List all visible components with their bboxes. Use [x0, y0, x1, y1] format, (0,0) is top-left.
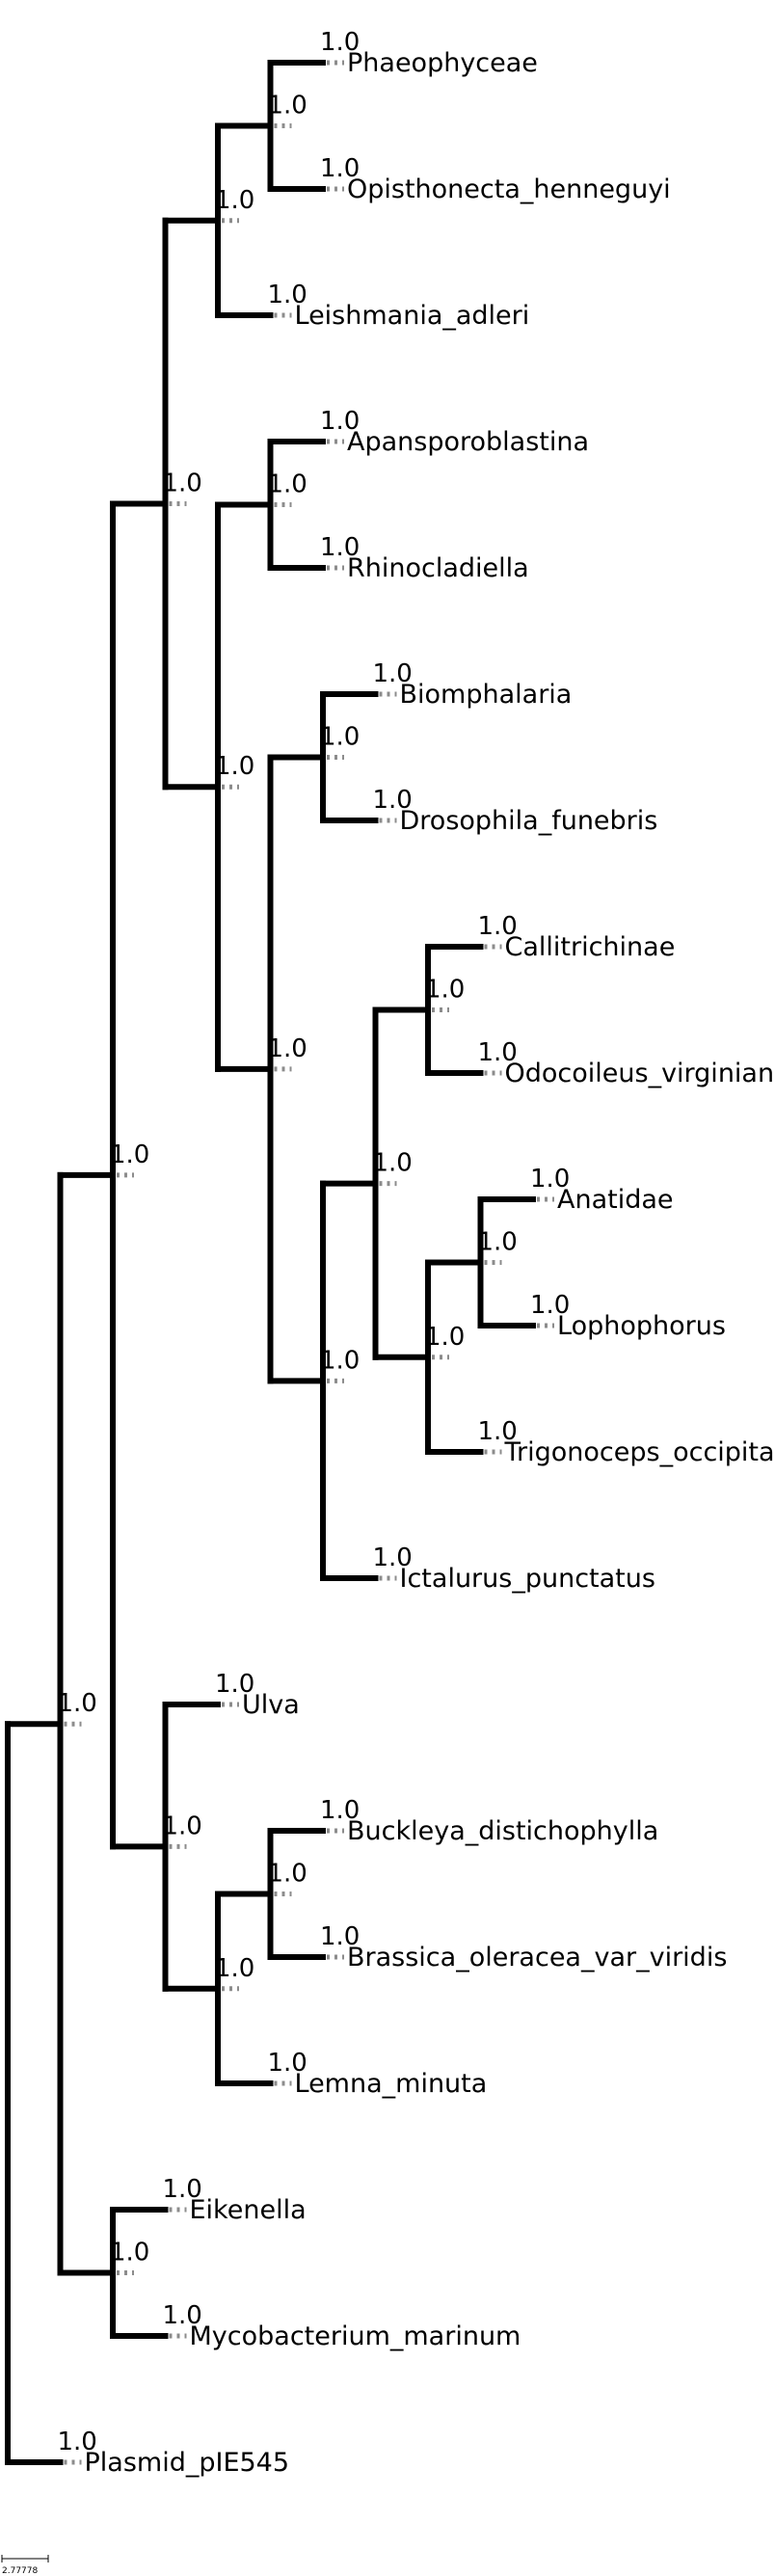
support-value: 1.0 [163, 2301, 202, 2330]
support-value: 1.0 [478, 1417, 518, 1446]
support-value: 1.0 [530, 1165, 570, 1194]
support-value: 1.0 [215, 752, 254, 781]
leaf-labels: PhaeophyceaeOpisthonecta_henneguyiLeishm… [85, 48, 775, 2478]
support-value: 1.0 [320, 1346, 360, 1375]
leaf-label: Ictalurus_punctatus [400, 1564, 655, 1594]
support-value: 1.0 [373, 786, 413, 815]
support-value: 1.0 [268, 1860, 307, 1889]
support-value: 1.0 [163, 469, 202, 497]
support-value: 1.0 [320, 533, 360, 562]
support-value: 1.0 [215, 1954, 254, 1983]
leaf-label: Apansporoblastina [347, 427, 589, 457]
leaf-label: Callitrichinae [505, 932, 676, 962]
support-value: 1.0 [163, 2175, 202, 2204]
leaf-label: Rhinocladiella [347, 553, 529, 583]
support-value: 1.0 [373, 659, 413, 688]
scale-bar-label: 2.77778 [2, 2566, 38, 2576]
support-value: 1.0 [268, 1034, 307, 1063]
leaf-label: Plasmid_pIE545 [85, 2448, 290, 2478]
support-value: 1.0 [110, 2239, 149, 2267]
support-value: 1.0 [110, 1140, 149, 1169]
support-value: 1.0 [373, 1543, 413, 1572]
support-value: 1.0 [320, 1796, 360, 1825]
leaf-label: Odocoileus_virginianus [505, 1059, 775, 1088]
support-value: 1.0 [58, 2428, 97, 2456]
leaf-label: Buckleya_distichophylla [347, 1816, 658, 1846]
leaf-label: Trigonoceps_occipitalis [504, 1437, 775, 1467]
leaf-label: Ulva [242, 1690, 300, 1720]
support-value: 1.0 [478, 1038, 518, 1067]
leaf-label: Eikenella [190, 2195, 307, 2225]
support-value: 1.0 [268, 2049, 307, 2078]
tree-branch-stubs [64, 60, 554, 2465]
support-value: 1.0 [320, 1922, 360, 1951]
leaf-label: Drosophila_funebris [400, 806, 658, 836]
support-value: 1.0 [425, 1323, 465, 1352]
support-values: 1.0 1.0 1.0 1.0 1.0 1.0 1.0 1.0 1.0 1.0 1.0 1.0 1.0 1… [58, 28, 571, 2456]
leaf-label: Lemna_minuta [295, 2069, 488, 2099]
leaf-label: Leishmania_adleri [295, 301, 530, 331]
support-value: 1.0 [215, 1670, 254, 1699]
leaf-label: Phaeophyceae [347, 48, 538, 78]
support-value: 1.0 [478, 912, 518, 941]
leaf-label: Mycobacterium_marinum [190, 2321, 521, 2351]
leaf-label: Brassica_oleracea_var_viridis [347, 1943, 727, 1972]
support-value: 1.0 [478, 1228, 518, 1257]
leaf-label: Biomphalaria [400, 680, 573, 710]
support-value: 1.0 [215, 186, 254, 215]
support-value: 1.0 [373, 1149, 413, 1178]
scale-bar: 2.77778 [1, 2555, 49, 2576]
support-value: 1.0 [320, 28, 360, 57]
support-value: 1.0 [320, 407, 360, 436]
support-value: 1.0 [425, 976, 465, 1005]
support-value: 1.0 [58, 1689, 97, 1718]
support-value: 1.0 [268, 92, 307, 121]
leaf-label: Anatidae [557, 1185, 674, 1215]
support-value: 1.0 [530, 1291, 570, 1320]
support-value: 1.0 [268, 470, 307, 499]
tree-branches [5, 60, 536, 2465]
support-value: 1.0 [320, 154, 360, 183]
support-value: 1.0 [320, 723, 360, 752]
support-value: 1.0 [163, 1811, 202, 1840]
leaf-label: Opisthonecta_henneguyi [347, 174, 671, 204]
support-value: 1.0 [268, 281, 307, 309]
leaf-label: Lophophorus [557, 1311, 726, 1341]
